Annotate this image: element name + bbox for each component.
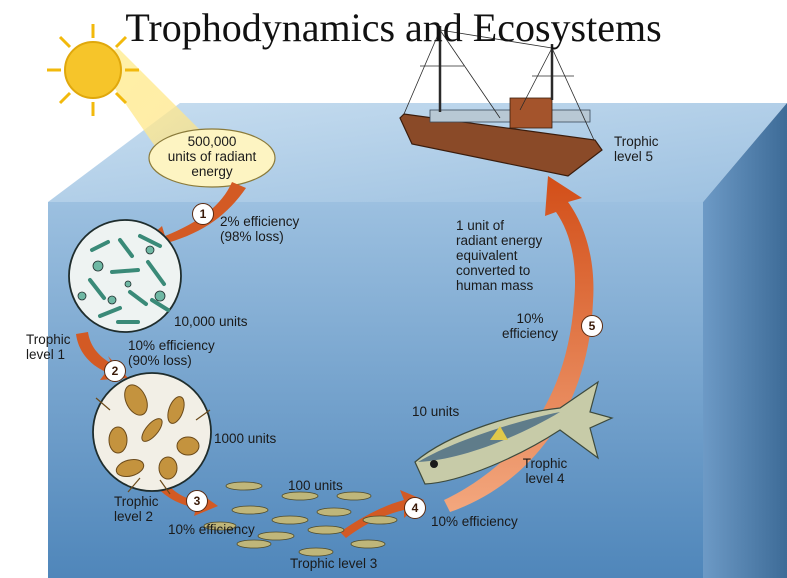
step-2-badge: 2 [104, 360, 126, 382]
step-3-efficiency: 10% efficiency [168, 522, 255, 537]
step-3-badge: 3 [186, 490, 208, 512]
step-2-efficiency: 10% efficiency(90% loss) [128, 338, 215, 368]
step-5-efficiency: 10%efficiency [492, 311, 568, 341]
trophic-level-3-label: Trophic level 3 [290, 556, 377, 571]
diagram-title: Trophodynamics and Ecosystems [0, 4, 787, 51]
step-5-badge: 5 [581, 315, 603, 337]
step-1-badge: 1 [192, 203, 214, 225]
energy-source-label: 500,000 units of radiant energy [160, 134, 264, 179]
phytoplankton-icon [69, 220, 181, 332]
level-1-units: 10,000 units [174, 314, 248, 329]
final-conversion-note: 1 unit of radiant energy equivalent conv… [456, 218, 542, 293]
step-1-efficiency: 2% efficiency(98% loss) [220, 214, 299, 244]
step-4-efficiency: 10% efficiency [431, 514, 518, 529]
level-3-units: 100 units [288, 478, 343, 493]
step-4-badge: 4 [404, 497, 426, 519]
level-2-units: 1000 units [214, 431, 276, 446]
level-4-units: 10 units [412, 404, 459, 419]
